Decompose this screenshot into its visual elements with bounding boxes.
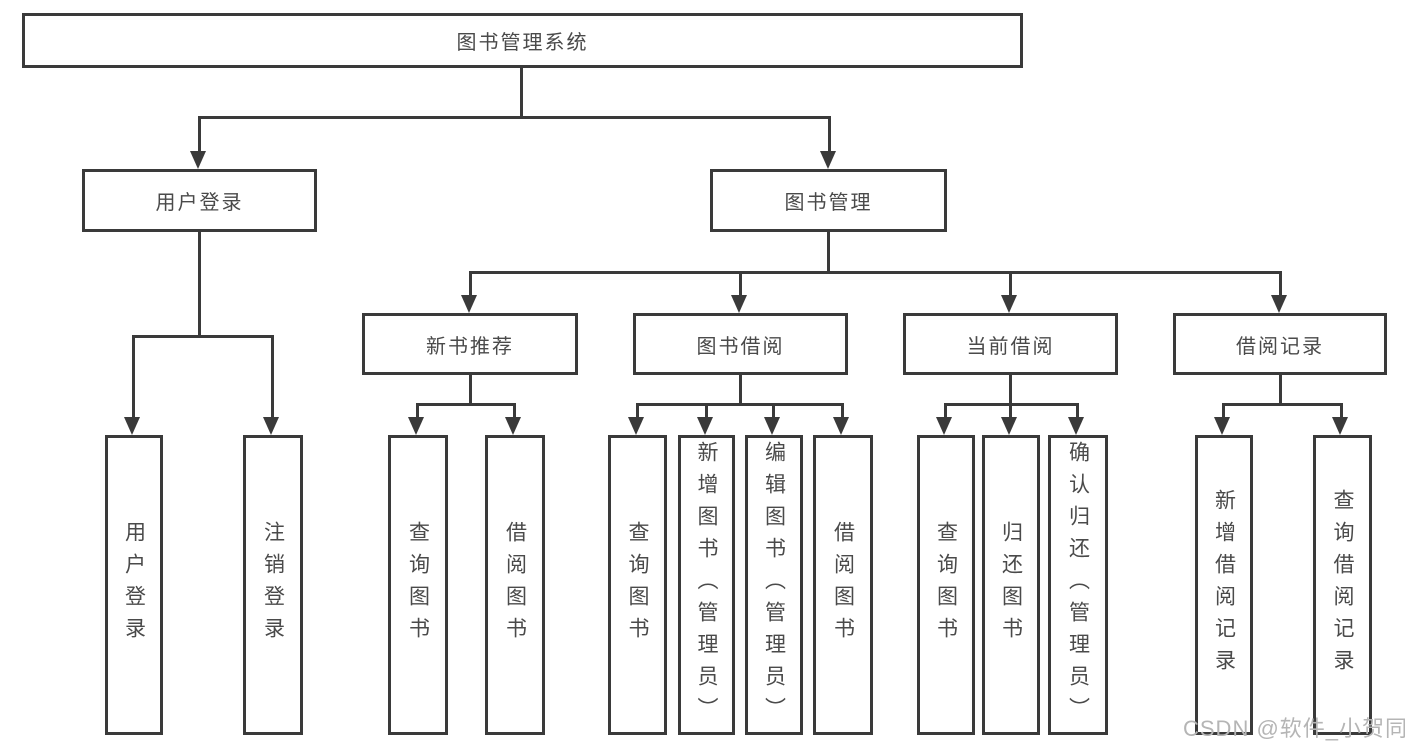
connector-line	[132, 335, 135, 417]
arrow-down-icon	[697, 417, 713, 435]
leaf-query-books-current: 查询图书	[917, 435, 975, 735]
connector-line	[772, 403, 775, 417]
leaf-borrow-books-recommend: 借阅图书	[485, 435, 545, 735]
connector-line	[1009, 271, 1012, 295]
connector-line	[198, 116, 201, 154]
node-label: 图书管理系统	[456, 32, 589, 54]
connector-line	[1279, 375, 1282, 406]
leaf-borrow-books: 借阅图书	[813, 435, 873, 735]
connector-line	[520, 68, 523, 118]
arrow-down-icon	[1001, 417, 1017, 435]
leaf-label: 借阅图书	[831, 521, 855, 649]
connector-line	[132, 335, 274, 338]
arrow-down-icon	[124, 417, 140, 435]
connector-line	[416, 403, 419, 417]
connector-line	[469, 375, 472, 406]
node-borrowing-records: 借阅记录	[1173, 313, 1387, 375]
arrow-down-icon	[1214, 417, 1230, 435]
connector-line	[636, 403, 639, 417]
leaf-add-borrow-record: 新增借阅记录	[1195, 435, 1253, 735]
connector-line	[705, 403, 708, 417]
connector-line	[469, 271, 472, 295]
arrow-down-icon	[936, 417, 952, 435]
leaf-label: 查询图书	[934, 521, 958, 649]
leaf-label: 归还图书	[999, 521, 1023, 649]
arrow-down-icon	[263, 417, 279, 435]
leaf-query-books-recommend: 查询图书	[388, 435, 448, 735]
leaf-label: 借阅图书	[503, 521, 527, 649]
node-label: 图书管理	[784, 192, 873, 214]
arrow-down-icon	[1271, 295, 1287, 313]
arrow-down-icon	[461, 295, 477, 313]
leaf-label: 确认归还（管理员）	[1066, 441, 1090, 729]
node-library-management-system: 图书管理系统	[22, 13, 1023, 68]
connector-line	[739, 375, 742, 406]
node-label: 用户登录	[155, 192, 244, 214]
arrow-down-icon	[833, 417, 849, 435]
arrow-down-icon	[628, 417, 644, 435]
connector-line	[827, 232, 830, 274]
leaf-label: 查询图书	[626, 521, 650, 649]
arrow-down-icon	[1332, 417, 1348, 435]
leaf-label: 注销登录	[261, 521, 285, 649]
arrow-down-icon	[408, 417, 424, 435]
leaf-label: 查询图书	[406, 521, 430, 649]
leaf-label: 查询借阅记录	[1331, 489, 1355, 681]
connector-line	[1279, 271, 1282, 295]
arrow-down-icon	[190, 151, 206, 169]
connector-line	[513, 403, 516, 417]
arrow-down-icon	[820, 151, 836, 169]
leaf-confirm-return-admin: 确认归还（管理员）	[1048, 435, 1108, 735]
node-label: 当前借阅	[966, 335, 1055, 358]
node-book-borrowing: 图书借阅	[633, 313, 848, 375]
leaf-query-books-borrowing: 查询图书	[608, 435, 667, 735]
connector-line	[1222, 403, 1343, 406]
connector-line	[198, 116, 831, 119]
node-label: 图书借阅	[696, 335, 785, 358]
leaf-label: 新增借阅记录	[1212, 489, 1236, 681]
connector-line	[1009, 403, 1012, 417]
node-book-management: 图书管理	[710, 169, 947, 232]
arrow-down-icon	[1068, 417, 1084, 435]
arrow-down-icon	[764, 417, 780, 435]
connector-line	[841, 403, 844, 417]
csdn-watermark: CSDN @软件_小贺同学	[1183, 716, 1405, 741]
leaf-query-borrow-record: 查询借阅记录	[1313, 435, 1372, 735]
leaf-logout: 注销登录	[243, 435, 303, 735]
leaf-label: 用户登录	[122, 521, 146, 649]
node-new-book-recommendation: 新书推荐	[362, 313, 578, 375]
connector-line	[636, 403, 844, 406]
arrow-down-icon	[505, 417, 521, 435]
connector-line	[416, 403, 516, 406]
connector-line	[739, 271, 742, 295]
node-user-login: 用户登录	[82, 169, 317, 232]
leaf-user-login: 用户登录	[105, 435, 163, 735]
connector-line	[1076, 403, 1079, 417]
connector-line	[271, 335, 274, 417]
node-label: 新书推荐	[426, 335, 514, 358]
arrow-down-icon	[1001, 295, 1017, 313]
connector-line	[469, 271, 1281, 274]
connector-line	[1009, 375, 1012, 406]
connector-line	[1340, 403, 1343, 417]
leaf-edit-books-admin: 编辑图书（管理员）	[745, 435, 803, 735]
node-label: 借阅记录	[1236, 335, 1324, 358]
leaf-label: 编辑图书（管理员）	[762, 441, 786, 729]
connector-line	[944, 403, 947, 417]
connector-line	[1222, 403, 1225, 417]
leaf-add-books-admin: 新增图书（管理员）	[678, 435, 735, 735]
node-current-borrowing: 当前借阅	[903, 313, 1118, 375]
arrow-down-icon	[731, 295, 747, 313]
connector-line	[198, 232, 201, 338]
connector-line	[828, 116, 831, 154]
leaf-return-books: 归还图书	[982, 435, 1040, 735]
leaf-label: 新增图书（管理员）	[695, 441, 719, 729]
